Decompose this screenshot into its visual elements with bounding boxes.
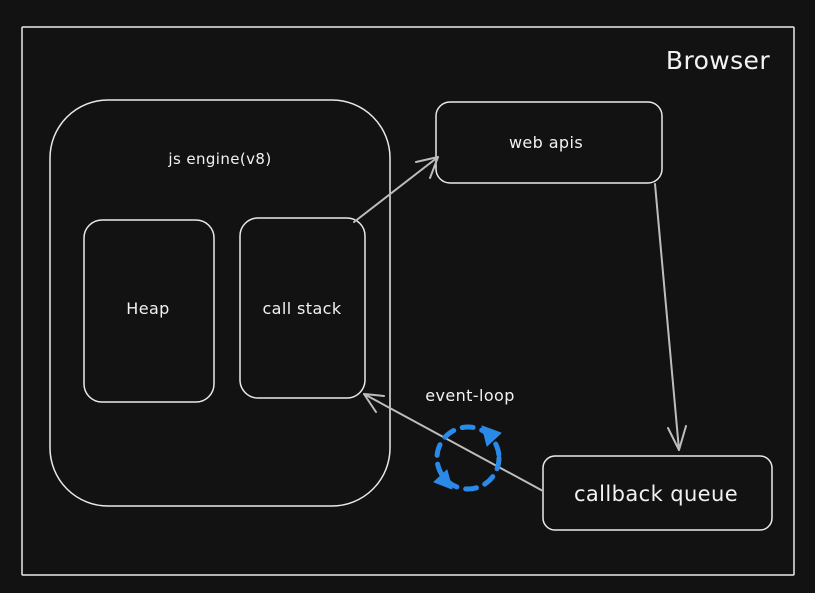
- heap-box: Heap: [83, 219, 215, 403]
- arrow-webapis-to-callbackqueue: [654, 183, 687, 451]
- web-apis-box: web apis: [435, 101, 663, 184]
- web-apis-label: web apis: [509, 133, 583, 152]
- refresh-cycle-icon: [433, 424, 502, 492]
- js-engine-container: js engine(v8): [49, 99, 391, 507]
- js-engine-label: js engine(v8): [167, 150, 271, 168]
- event-loop-label: event-loop: [425, 386, 515, 405]
- callback-queue-box: callback queue: [542, 455, 773, 531]
- callback-queue-label: callback queue: [574, 482, 738, 506]
- arrow-callbackqueue-to-callstack: [363, 393, 544, 492]
- browser-frame: Browser: [21, 26, 795, 576]
- heap-label: Heap: [126, 299, 169, 318]
- browser-label: Browser: [666, 46, 770, 75]
- arrow-callstack-to-webapis: [353, 156, 439, 223]
- call-stack-label: call stack: [262, 299, 341, 318]
- call-stack-box: call stack: [239, 217, 366, 399]
